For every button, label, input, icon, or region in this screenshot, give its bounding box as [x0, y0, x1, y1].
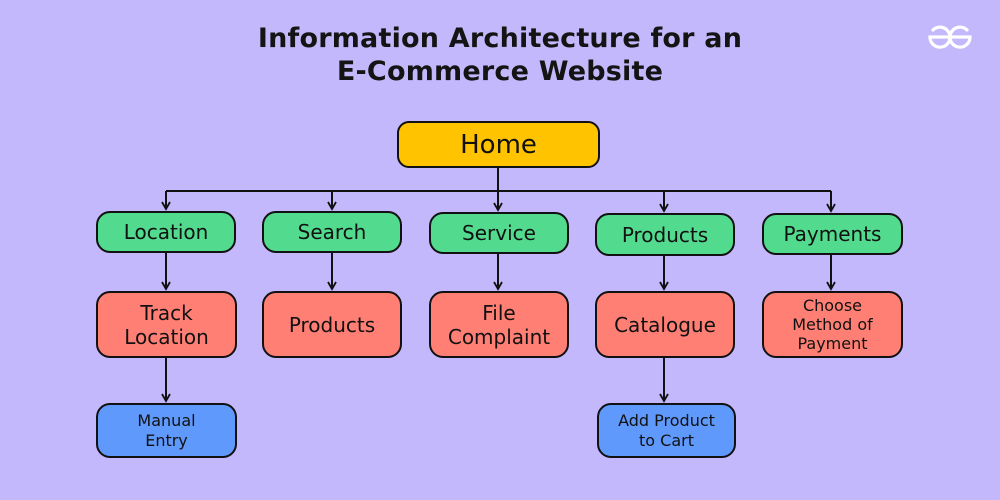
- node-search: Search: [262, 211, 402, 253]
- geeksforgeeks-logo-icon: [928, 25, 972, 49]
- node-track-location: Track Location: [96, 291, 237, 358]
- node-file-complaint: File Complaint: [429, 291, 569, 358]
- node-add-to-cart: Add Product to Cart: [597, 403, 736, 458]
- node-products: Products: [595, 213, 735, 256]
- node-payments: Payments: [762, 213, 903, 255]
- node-manual-entry: Manual Entry: [96, 403, 237, 458]
- node-service: Service: [429, 212, 569, 254]
- diagram-title: Information Architecture for an E-Commer…: [257, 23, 743, 87]
- node-home: Home: [397, 121, 600, 168]
- node-search-products: Products: [262, 291, 402, 358]
- node-location: Location: [96, 211, 236, 253]
- node-choose-payment: Choose Method of Payment: [762, 291, 903, 358]
- node-catalogue: Catalogue: [595, 291, 735, 358]
